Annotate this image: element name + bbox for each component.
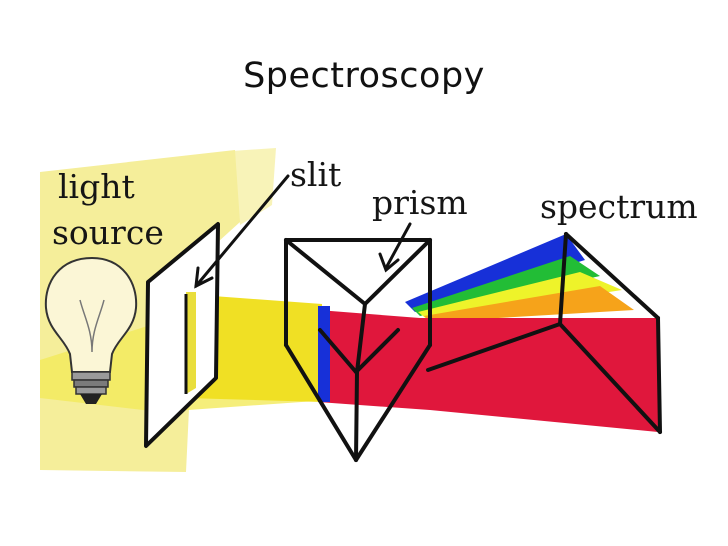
label-spectrum: spectrum — [540, 187, 698, 226]
label-prism: prism — [372, 183, 468, 222]
label-source: source — [52, 213, 164, 252]
spectrum-screen — [426, 232, 662, 434]
light-bulb-icon — [44, 256, 138, 404]
label-slit: slit — [290, 155, 341, 194]
prism — [284, 238, 432, 462]
label-light: light — [58, 167, 135, 206]
slide-title: Spectroscopy — [243, 56, 485, 96]
arrow-icon — [194, 174, 412, 289]
dispersed-spectrum — [318, 234, 658, 432]
